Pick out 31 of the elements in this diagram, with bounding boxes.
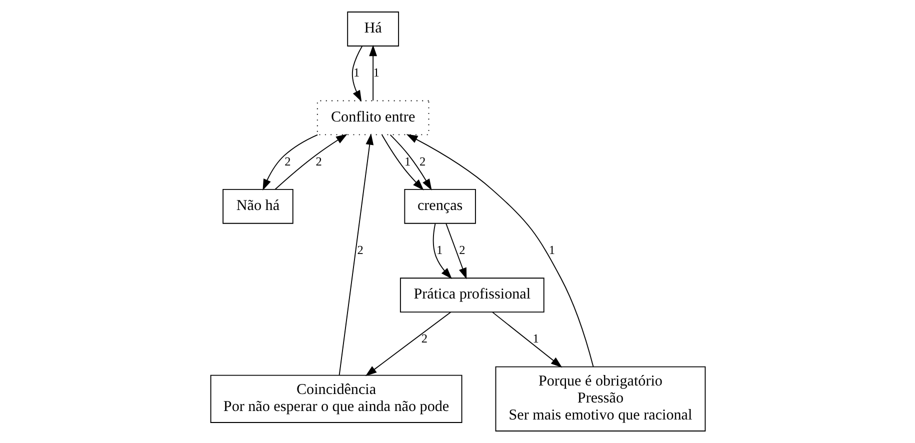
edge-label: 2 xyxy=(356,242,363,257)
arrow xyxy=(389,134,432,190)
arrow xyxy=(368,44,377,101)
node-box: Conflito entre xyxy=(316,100,429,136)
arrow xyxy=(445,223,466,280)
arrow xyxy=(274,134,347,190)
node-box: Porque é obrigatório Pressão Ser mais emotivo que racional xyxy=(494,366,706,432)
edge-label: 2 xyxy=(315,154,322,168)
edge-label: 2 xyxy=(284,154,290,168)
arrow xyxy=(432,223,452,279)
node-box: Coincidência Por não esperar o que ainda não pode xyxy=(210,374,462,423)
edge-label: 2 xyxy=(458,242,465,257)
node-box: crenças xyxy=(404,188,476,224)
edge-label: 1 xyxy=(436,242,442,257)
arrow xyxy=(364,312,451,376)
arrow xyxy=(406,134,594,368)
edge-label: 2 xyxy=(420,332,428,346)
edge-label: 1 xyxy=(548,242,554,257)
arrow xyxy=(351,46,362,102)
node-box: Prática profissional xyxy=(399,278,544,313)
node-box: Há xyxy=(346,12,399,46)
arrow xyxy=(338,133,374,376)
edge-label: 1 xyxy=(532,332,538,346)
edge-label: 1 xyxy=(353,66,360,80)
edge-label: 2 xyxy=(419,154,426,168)
arrow xyxy=(262,134,318,190)
edge-label: 1 xyxy=(404,154,410,168)
node-box: Não há xyxy=(222,188,293,224)
edge-label: 1 xyxy=(372,66,379,80)
arrow xyxy=(381,134,424,190)
arrow xyxy=(492,312,562,368)
